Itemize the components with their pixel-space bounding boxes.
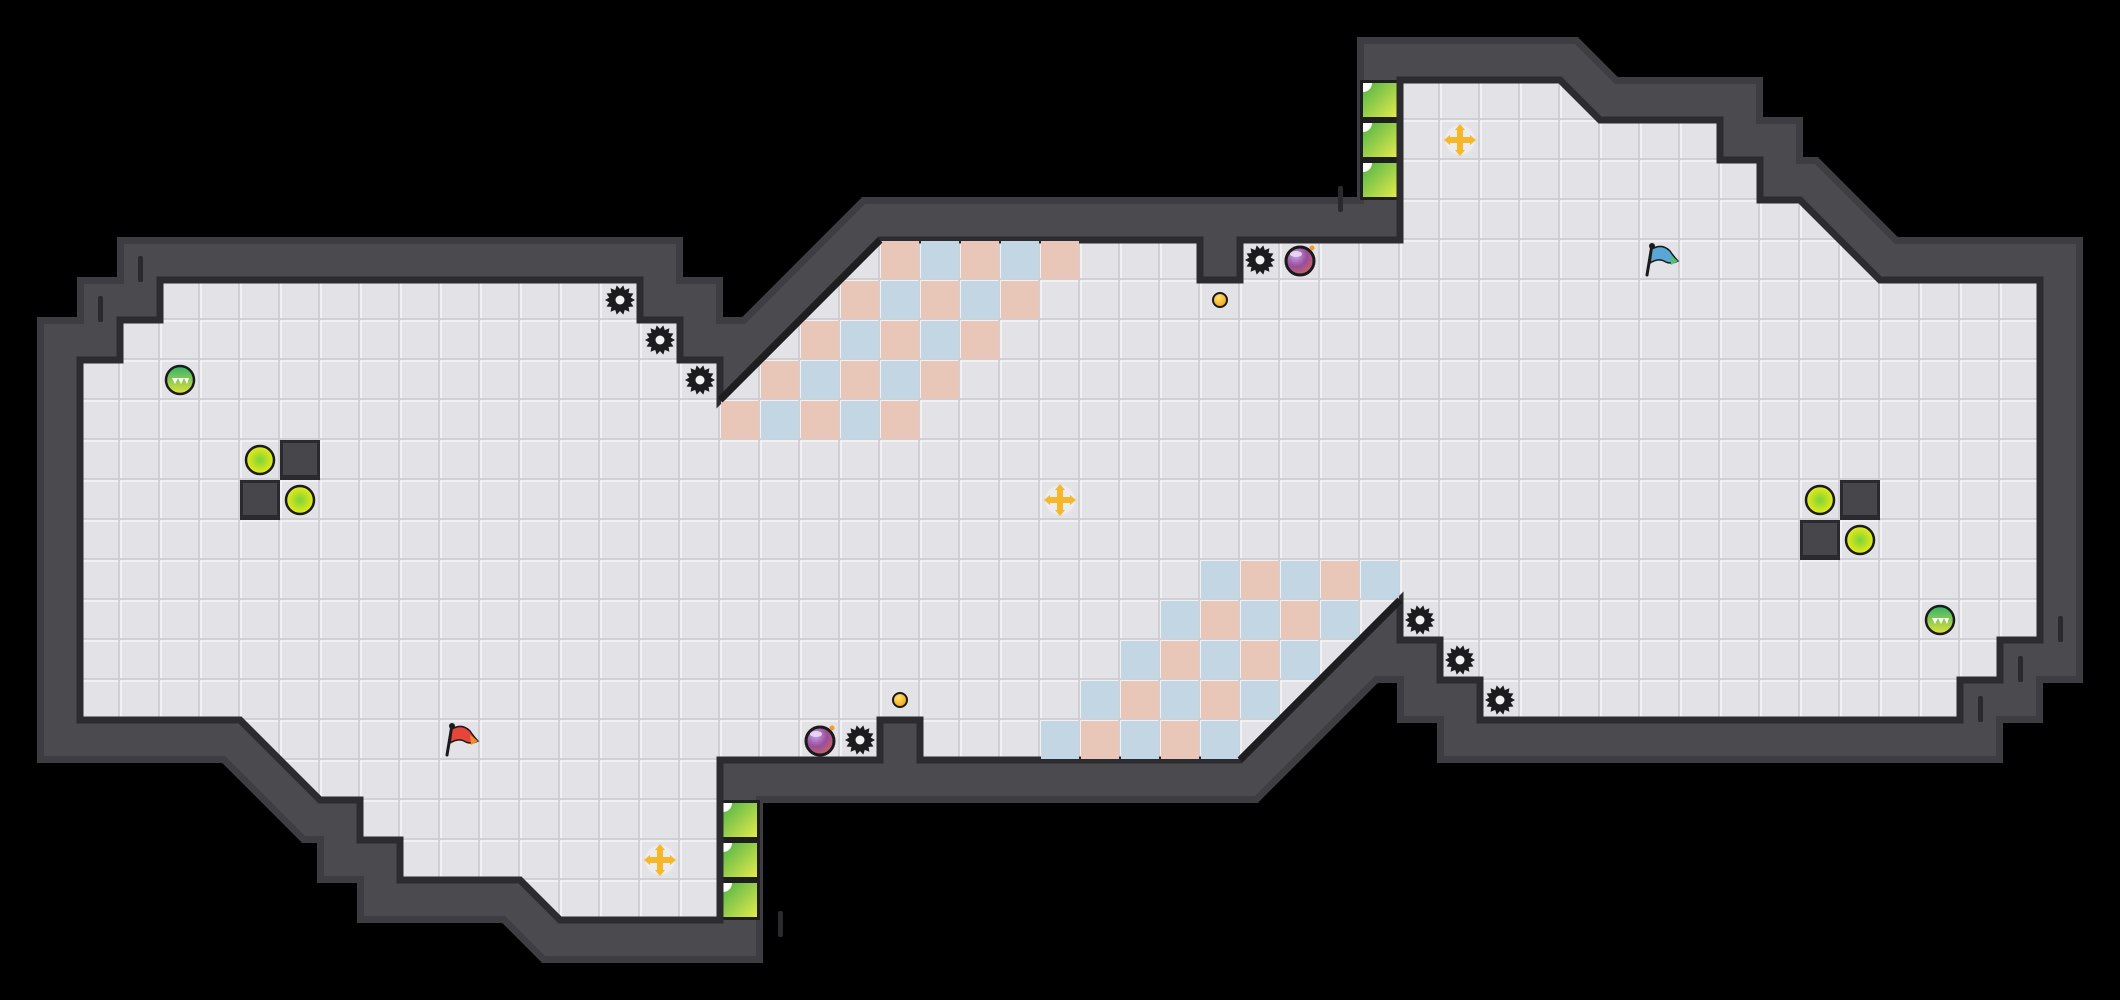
solid-block	[1840, 480, 1880, 520]
checker-tile	[1241, 681, 1279, 719]
exit-block	[1360, 80, 1400, 120]
checker-tile	[1361, 561, 1399, 599]
checker-tile	[1081, 681, 1119, 719]
coin-icon	[1212, 292, 1228, 308]
checker-tile	[881, 321, 919, 359]
checker-tile	[1281, 601, 1319, 639]
wall-slit	[1978, 696, 1983, 722]
coin-icon	[892, 692, 908, 708]
lime-ball-icon	[244, 444, 276, 476]
checker-tile	[1161, 681, 1199, 719]
checker-tile	[801, 401, 839, 439]
teeth-ball-icon	[164, 364, 196, 396]
checker-tile	[1201, 721, 1239, 759]
checker-zones	[717, 237, 1403, 763]
checker-tile	[881, 281, 919, 319]
checker-tile	[961, 241, 999, 279]
checker-tile	[881, 241, 919, 279]
blue-flag-icon	[1645, 243, 1680, 277]
red-flag-icon	[445, 723, 480, 757]
checker-tile	[1201, 601, 1239, 639]
checker-tile	[761, 401, 799, 439]
checker-tile	[841, 321, 879, 359]
checker-tile	[1081, 721, 1119, 759]
checker-tile	[1121, 641, 1159, 679]
lime-ball-icon	[1844, 524, 1876, 556]
checker-tile	[841, 361, 879, 399]
checker-tile	[1321, 601, 1359, 639]
saw-blade-icon	[685, 365, 715, 395]
lime-ball-icon	[284, 484, 316, 516]
checker-tile	[1001, 241, 1039, 279]
checker-tile	[881, 361, 919, 399]
solid-block	[280, 440, 320, 480]
saw-blade-icon	[1445, 645, 1475, 675]
wall-slit	[1338, 186, 1343, 212]
checker-tile	[1161, 601, 1199, 639]
checker-tile	[881, 401, 919, 439]
lime-ball-icon	[1804, 484, 1836, 516]
checker-tile	[1241, 641, 1279, 679]
checker-tile	[921, 321, 959, 359]
wall-slit	[2058, 616, 2063, 642]
checker-tile	[1041, 721, 1079, 759]
bomb-icon	[804, 725, 836, 757]
saw-blade-icon	[1405, 605, 1435, 635]
move-cross-icon	[644, 844, 676, 876]
checker-tile	[1041, 241, 1079, 279]
checker-tile	[761, 361, 799, 399]
objects	[164, 124, 1956, 876]
saw-blade-icon	[645, 325, 675, 355]
exit-block	[1360, 160, 1400, 200]
checker-tile	[1201, 641, 1239, 679]
move-cross-icon	[1044, 484, 1076, 516]
checker-tile	[1121, 681, 1159, 719]
wall-diagonal-edge	[1237, 597, 1403, 763]
checker-tile	[1121, 721, 1159, 759]
checker-tile	[961, 321, 999, 359]
exit-block	[720, 840, 760, 880]
checker-tile	[1161, 641, 1199, 679]
checker-tile	[921, 361, 959, 399]
checker-tile	[721, 401, 759, 439]
teeth-ball-icon	[1924, 604, 1956, 636]
checker-tile	[1001, 281, 1039, 319]
checker-tile	[1161, 721, 1199, 759]
checker-tile	[1201, 561, 1239, 599]
checker-tile	[1321, 561, 1359, 599]
checker-tile	[1241, 601, 1279, 639]
checker-tile	[921, 281, 959, 319]
checker-tile	[1281, 561, 1319, 599]
solid-block	[240, 480, 280, 520]
solid-block	[1800, 520, 1840, 560]
checker-tile	[1201, 681, 1239, 719]
checker-tile	[801, 361, 839, 399]
wall-slit	[778, 911, 783, 937]
move-cross-icon	[1444, 124, 1476, 156]
saw-blade-icon	[845, 725, 875, 755]
exit-block	[720, 880, 760, 920]
exit-block	[720, 800, 760, 840]
bomb-icon	[1284, 245, 1316, 277]
checker-tile	[961, 281, 999, 319]
saw-blade-icon	[1245, 245, 1275, 275]
wall-slit	[138, 256, 143, 282]
checker-tile	[1281, 641, 1319, 679]
checker-tile	[1241, 561, 1279, 599]
checker-tile	[841, 401, 879, 439]
checker-tile	[921, 241, 959, 279]
wall-diagonal-edge	[717, 237, 883, 403]
wall-slit	[2018, 656, 2023, 682]
saw-blade-icon	[1485, 685, 1515, 715]
saw-blade-icon	[605, 285, 635, 315]
wall-slit	[98, 296, 103, 322]
checker-tile	[801, 321, 839, 359]
exit-block	[1360, 120, 1400, 160]
checker-tile	[841, 281, 879, 319]
